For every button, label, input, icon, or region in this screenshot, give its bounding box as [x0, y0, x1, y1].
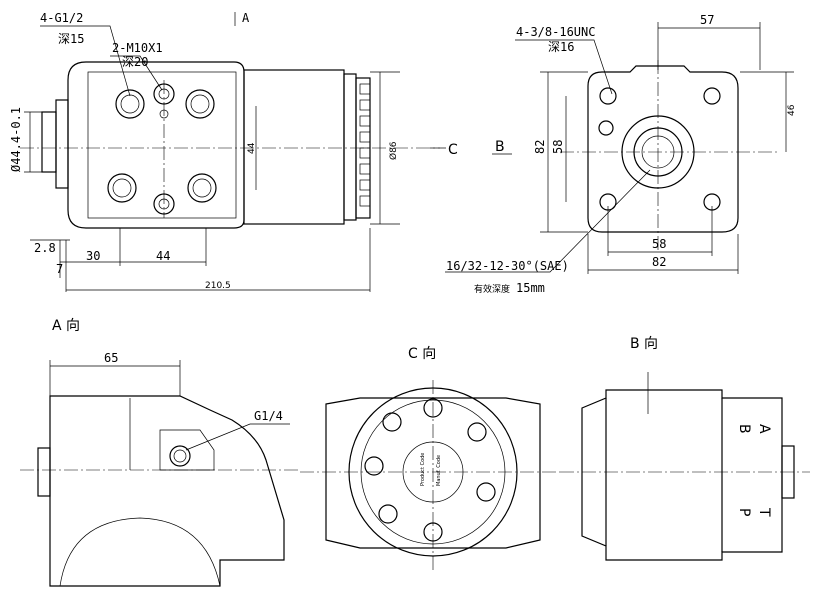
view-a-title: A 向 [52, 318, 80, 334]
port-block-face [87, 71, 237, 219]
spline-depth-value: 15mm [516, 281, 545, 295]
leader-ports [40, 25, 131, 97]
view-c-manuf-code: Manuf. Code [436, 455, 442, 486]
view-b [560, 372, 810, 561]
dim-57: 57 [700, 13, 714, 27]
main-side-view [20, 12, 446, 292]
port-letter-a: A [756, 424, 772, 434]
view-c-product-code: Product Code [420, 453, 426, 486]
view-a-cutout [59, 517, 221, 587]
ports-g12 [107, 89, 217, 203]
dim-86: Ø86 [388, 141, 399, 160]
view-c [300, 380, 560, 572]
callout-unc-holes: 4-3/8-16UNC [516, 25, 595, 39]
dim-65: 65 [104, 351, 118, 365]
callout-mount-depth: 深20 [122, 55, 148, 69]
motor-body [243, 69, 345, 225]
dim-7: 7 [56, 262, 63, 276]
view-label-b: B [495, 139, 505, 155]
view-a-shaft [37, 447, 51, 497]
front-view [445, 22, 794, 274]
view-a-port [169, 445, 191, 467]
leader-mount [110, 55, 163, 91]
dim-44-vertical: 44 [247, 142, 257, 154]
dim-82-horizontal: 82 [652, 255, 666, 269]
port-letter-t: T [756, 507, 772, 517]
section-mark-a: A [242, 11, 250, 25]
port-letter-b: B [736, 424, 752, 434]
view-c-bolts [364, 398, 496, 542]
shaft-stub [41, 111, 57, 173]
unc-holes [598, 87, 721, 211]
dim-46: 46 [787, 104, 797, 116]
dim-2-8: 2.8 [34, 241, 56, 255]
dim-30: 30 [86, 249, 100, 263]
dim-210-5: 210.5 [205, 281, 231, 291]
callout-ports: 4-G1/2 [40, 11, 83, 25]
spline-depth-label: 有效深度 [474, 283, 510, 295]
centerline-label-c: C [448, 142, 458, 158]
dim-58-horizontal: 58 [652, 237, 666, 251]
view-b-body [581, 389, 783, 561]
end-cover-bolts [359, 83, 371, 207]
dim-diameter: Ø44.4-0.1 [9, 107, 23, 172]
front-flange [587, 65, 739, 233]
dim-58-vertical: 58 [551, 140, 565, 154]
view-a [20, 360, 300, 587]
callout-unc-depth: 深16 [548, 40, 574, 54]
body-ring [343, 73, 357, 221]
view-b-title: B 向 [630, 336, 658, 352]
view-c-housing [325, 397, 541, 549]
callout-mount: 2-M10X1 [112, 41, 163, 55]
view-a-body [49, 395, 285, 587]
callout-ports-depth: 深15 [58, 32, 84, 46]
spline-spec: 16/32-12-30°(SAE) [446, 259, 569, 273]
dim-44: 44 [156, 249, 170, 263]
mounting-flange [55, 99, 69, 189]
view-c-title: C 向 [408, 346, 436, 362]
port-letter-p: P [736, 508, 752, 516]
port-block [67, 61, 245, 229]
dim-82-vertical: 82 [533, 140, 547, 154]
port-g14: G1/4 [254, 409, 283, 423]
